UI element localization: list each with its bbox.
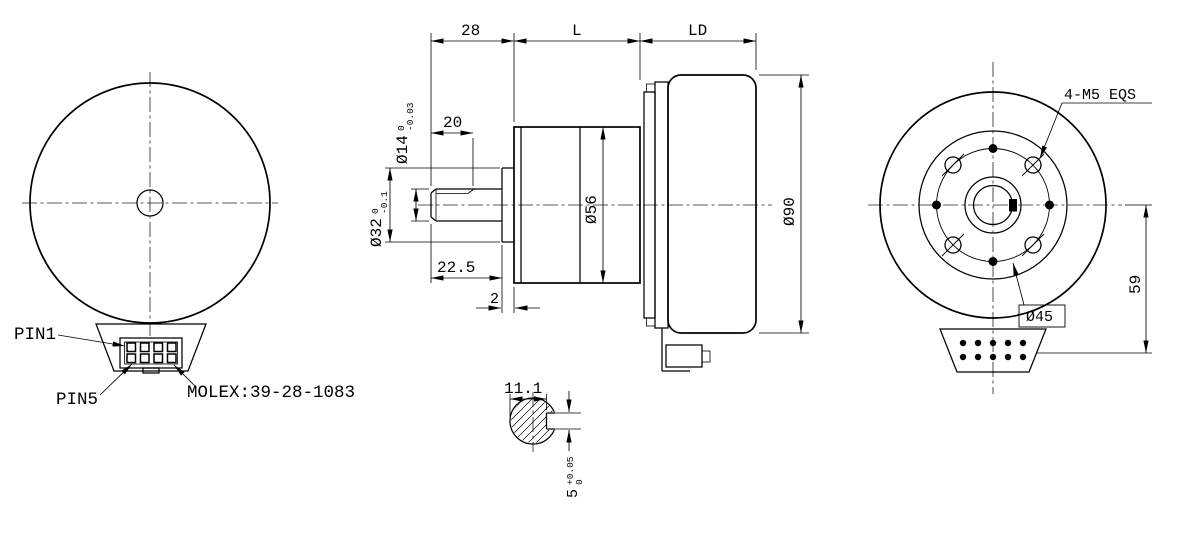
connector-pin [166,342,177,353]
pilot-collar [501,167,514,243]
molex-leader [173,364,197,388]
connector-tab [142,367,160,374]
dim-22-5-label: 22.5 [437,259,475,277]
gearbox-body [513,126,641,284]
bolt-circle-callout: Ø45 [1012,262,1066,328]
side-connector [661,328,711,372]
connector-pin [153,342,164,353]
hole-dot [988,257,998,266]
dim-11-1: 11.1 [504,380,547,417]
shaft-tol-upper: 0 [396,125,407,131]
connector-housing [95,323,207,372]
shaft-tol-lower: -0.03 [405,102,416,131]
pin5-label: PIN5 [56,390,98,410]
bore-keyway [1009,199,1017,212]
boss-circle [918,130,1068,280]
connector-housing [939,328,1047,373]
bolt-circle-holes [932,144,1054,266]
dim-shaft-dia: Ø14 0 -0.03 [394,102,429,222]
connector-block-inner [124,341,178,365]
connector-pin [153,353,164,364]
front-view: PIN1 PIN5 MOLEX:39-28-1083 [14,72,355,410]
bolt-circle-label: Ø45 [1026,309,1053,326]
molex-label: MOLEX:39-28-1083 [187,383,355,403]
dim-LD: LD [640,22,757,70]
shaft-bore-circle [136,189,164,217]
dim-20-label: 20 [443,114,462,132]
dim-59: 59 [1036,204,1152,354]
pilot-tol-lower: -0.1 [379,191,390,214]
rear-view: 4-M5 EQS Ø45 59 [868,62,1152,394]
dim-28-label: 28 [461,22,480,40]
side-view: 28 L LD Ø14 0 -0.03 20 [368,22,809,372]
pilot-tol-upper: 0 [370,208,381,214]
flange-ear [646,317,656,327]
shaft [430,188,502,222]
dim-motor-dia: Ø90 [759,74,809,334]
dim-key-width: 5 +0.05 0 [555,391,585,498]
motor-dia-label: Ø90 [781,197,799,226]
pin5-leader [99,363,133,396]
motor-outline-circle [29,82,271,324]
screw-icon [1021,233,1045,257]
dim-pilot-dia: Ø32 0 -0.1 [368,167,500,247]
keyway-slot [545,412,555,430]
pilot-dia-label: Ø32 [368,218,386,247]
key-tol-upper: +0.05 [565,456,576,485]
dim-L: L [514,22,641,80]
motor-body [667,74,757,334]
dim-L-label: L [572,22,582,40]
mounting-screws [941,153,1045,257]
key-tol-lower: 0 [574,479,585,485]
screw-icon [941,233,965,257]
shaft-section-view: 11.1 5 +0.05 0 [504,380,585,498]
keyway-slot-mask [546,412,559,430]
dim-LD-label: LD [688,22,707,40]
dim-2-label: 2 [490,291,499,308]
dim-22-5: 22.5 [430,224,503,313]
pin1-label: PIN1 [14,325,56,345]
dim-59-label: 59 [1127,275,1145,294]
connector-pin [126,342,137,353]
pin1-leader [57,334,126,347]
screws-label: 4-M5 EQS [1064,87,1136,104]
bore-counterbore-circle [964,176,1022,234]
hole-dot [932,200,941,210]
connector-pin [139,342,150,353]
hole-dot [1045,200,1054,210]
screw-icon [941,153,965,177]
dim-11-1-label: 11.1 [504,380,542,398]
section-hatching [511,399,555,443]
hole-dot [988,144,998,153]
dim-2: 2 [476,287,540,313]
dim-20: 20 [431,114,474,186]
dim-body-dia: Ø56 [583,127,606,283]
connector-pin [166,353,177,364]
dim-28: 28 [430,22,515,186]
connector-pin [126,353,137,364]
motor-outline-circle [879,91,1107,319]
key-width-label: 5 [565,489,582,498]
shaft-dia-label: Ø14 [394,135,412,164]
connector-pin [139,353,150,364]
connector-pins [126,342,177,364]
flange-ear [646,83,656,93]
screws-callout: 4-M5 EQS [1039,87,1152,159]
body-dia-label: Ø56 [583,195,601,224]
connector-pin-dots [959,339,1027,361]
